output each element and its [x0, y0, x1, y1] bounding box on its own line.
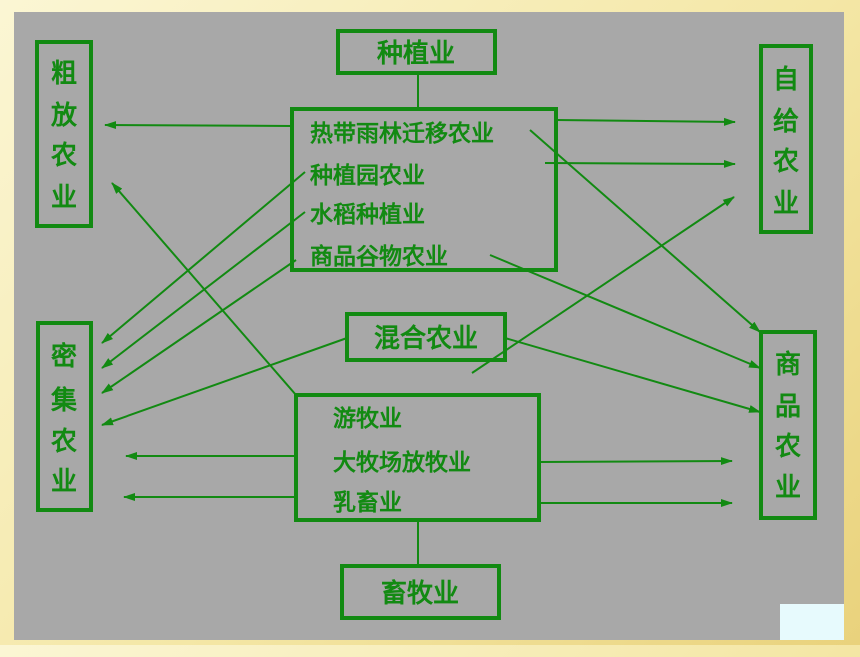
extensive-char-4: 业 [51, 183, 77, 213]
planting-label: 种植业 [377, 39, 455, 69]
commercial-grain-label: 商品谷物农业 [310, 243, 448, 270]
arrow-rice-to-intensive [101, 211, 306, 369]
extensive-char-2: 放 [50, 100, 78, 131]
arrow-grain-to-commercial [489, 254, 761, 369]
mixed-farming-box [345, 312, 507, 362]
extensive-farming-box [35, 40, 93, 228]
dairy-farming-label: 乳畜业 [333, 489, 402, 516]
subsistence-char-3: 农 [772, 147, 799, 177]
intensive-char-2: 集 [50, 385, 78, 416]
arrow-mixed-to-intensive [101, 337, 348, 426]
mixed-farming-label: 混合农业 [374, 323, 478, 354]
subsistence-char-1: 自 [773, 64, 799, 95]
arrow-rainforest-to-extensive [104, 121, 293, 130]
extensive-char-3: 农 [50, 141, 77, 171]
subsistence-char-2: 给 [773, 106, 799, 137]
animal-husbandry-label: 畜牧业 [381, 578, 459, 609]
diagram-canvas: 种植业 混合农业 畜牧业 粗 放 农 业 密 集 农 业 自 给 农 业 商 品… [14, 12, 844, 640]
arrow-ranching-to-commercial [538, 457, 733, 466]
arrow-grain-to-intensive [101, 259, 297, 394]
corner-highlight [780, 604, 844, 640]
ranching-label: 大牧场放牧业 [333, 449, 471, 476]
arrow-to-subsistence [471, 196, 735, 374]
arrow-mixed-to-commercial [504, 337, 761, 413]
extensive-char-1: 粗 [51, 59, 77, 89]
agriculture-classification-diagram: 种植业 混合农业 畜牧业 粗 放 农 业 密 集 农 业 自 给 农 业 商 品… [35, 29, 817, 620]
intensive-char-1: 密 [51, 341, 77, 372]
commercial-char-1: 商 [775, 349, 801, 380]
animal-husbandry-box [340, 564, 501, 620]
commercial-char-2: 品 [775, 392, 801, 422]
arrow-nomadic-to-extensive [111, 182, 297, 396]
commercial-farming-box [759, 330, 817, 520]
commercial-char-4: 业 [775, 473, 801, 503]
subsistence-char-4: 业 [773, 189, 799, 219]
arrow-planting-to-subsistence [544, 159, 736, 168]
rainforest-shifting-label: 热带雨林迁移农业 [310, 120, 494, 147]
planting-box [336, 29, 497, 75]
plantation-label: 种植园农业 [309, 162, 425, 189]
rice-farming-label: 水稻种植业 [310, 201, 425, 228]
arrow-plantation-to-intensive [101, 171, 306, 344]
commercial-char-3: 农 [774, 432, 801, 462]
arrow-rainforest-to-commercial [529, 129, 761, 333]
intensive-char-4: 业 [51, 467, 77, 497]
arrow-rainforest-to-subsistence [555, 117, 736, 126]
planting-types-box [290, 107, 558, 272]
intensive-char-3: 农 [50, 427, 77, 457]
intensive-farming-box [36, 321, 93, 512]
subsistence-farming-box [759, 44, 813, 234]
nomadic-herding-label: 游牧业 [333, 405, 402, 432]
